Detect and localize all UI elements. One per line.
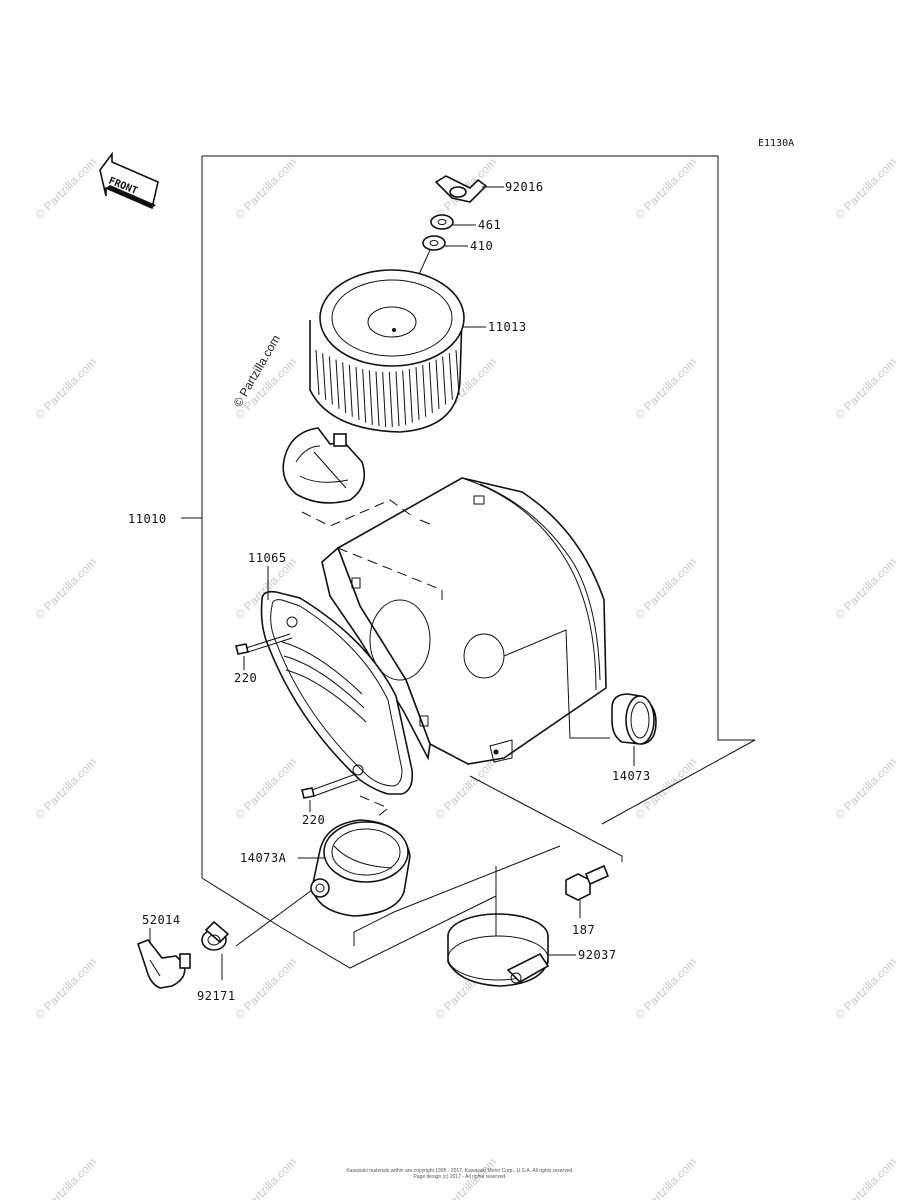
filter-pleat	[382, 371, 387, 427]
watermark-text: © Partzilla.com	[632, 955, 699, 1022]
elbow-hose-52014	[137, 939, 191, 989]
diagram-code: E1130A	[758, 138, 794, 149]
filter-pleat	[448, 353, 453, 400]
clamp-band-92037	[447, 913, 550, 987]
watermark-text: © Partzilla.com	[632, 555, 699, 622]
watermark-text: © Partzilla.com	[832, 555, 899, 622]
part-label-92171: 92171	[197, 989, 236, 1003]
watermark-text: © Partzilla.com	[232, 755, 299, 822]
cap-14073	[611, 693, 657, 745]
filter-pleat	[355, 367, 360, 421]
watermark-text: © Partzilla.com	[32, 755, 99, 822]
watermark-text: © Partzilla.com	[32, 355, 99, 422]
watermark-text: © Partzilla.com	[832, 1155, 899, 1200]
filter-pleats	[315, 349, 460, 427]
filter-pleat	[408, 369, 413, 423]
filter-pleat	[315, 349, 320, 396]
filter-pleat	[422, 364, 427, 417]
filter-holder	[282, 427, 366, 504]
filter-pleat	[342, 362, 347, 414]
filter-pleat	[375, 371, 380, 427]
watermark-text: © Partzilla.com	[832, 955, 899, 1022]
filter-pleat	[455, 349, 460, 396]
air-filter-element-11013	[309, 269, 465, 433]
filter-pleat	[388, 371, 393, 427]
air-box-housing-11010	[321, 477, 607, 765]
intake-duct-14073A	[310, 819, 411, 917]
part-label-92016: 92016	[505, 180, 544, 194]
part-label-220-lower: 220	[302, 813, 325, 827]
part-label-410: 410	[470, 239, 493, 253]
air-box-cover-11065	[260, 590, 414, 795]
watermark-text: © Partzilla.com	[432, 755, 499, 822]
leader-dash-holder	[301, 499, 413, 527]
filter-pleat	[395, 371, 400, 427]
leader-187-axis	[469, 775, 623, 862]
watermark-text: © Partzilla.com	[832, 155, 899, 222]
leader-duct-bottom	[353, 845, 561, 946]
filter-pleat	[348, 364, 353, 417]
assembly-bracket-bottom	[201, 877, 497, 969]
watermark-text: © Partzilla.com	[32, 955, 99, 1022]
part-label-11013: 11013	[488, 320, 527, 334]
filter-pleat	[435, 359, 440, 409]
part-label-11065: 11065	[248, 551, 287, 565]
filter-pleat	[402, 370, 407, 425]
clamp-92171	[201, 920, 230, 951]
bolt-187	[565, 864, 610, 901]
copyright-notice: Kawasaki materials within are copyright …	[300, 1168, 620, 1180]
wing-nut-92016	[434, 175, 488, 203]
watermark-text: © Partzilla.com	[32, 155, 99, 222]
filter-pleat	[428, 362, 433, 414]
watermark-text: © Partzilla.com	[232, 155, 299, 222]
watermark-text: © Partzilla.com	[32, 1155, 99, 1200]
washer-410	[422, 235, 446, 251]
filter-pleat	[362, 369, 367, 423]
filter-pleat	[322, 353, 327, 400]
watermark-text: © Partzilla.com	[632, 155, 699, 222]
leader-dash-duct	[359, 795, 389, 819]
screw-220-lower	[301, 773, 359, 799]
watermark-text: © Partzilla.com	[632, 355, 699, 422]
part-label-52014: 52014	[142, 913, 181, 927]
part-label-92037: 92037	[578, 948, 617, 962]
leader-92171-axis	[235, 889, 313, 947]
filter-pleat	[328, 356, 333, 405]
filter-pleat	[415, 367, 420, 421]
filter-pleat	[368, 370, 373, 425]
filter-pleat	[335, 359, 340, 409]
watermark-text: © Partzilla.com	[232, 1155, 299, 1200]
part-label-14073: 14073	[612, 769, 651, 783]
part-label-187: 187	[572, 923, 595, 937]
watermark-text: © Partzilla.com	[832, 755, 899, 822]
part-label-220-upper: 220	[234, 671, 257, 685]
assembly-bracket	[202, 155, 756, 825]
watermark-text: © Partzilla.com	[632, 1155, 699, 1200]
screw-220-upper	[235, 633, 293, 655]
part-label-461: 461	[478, 218, 501, 232]
part-label-11010: 11010	[128, 512, 167, 526]
watermark-text: © Partzilla.com	[232, 955, 299, 1022]
watermark-text: © Partzilla.com	[32, 555, 99, 622]
front-arrow-icon: FRONT	[99, 151, 159, 210]
leader-dash-housing	[337, 547, 443, 600]
watermark-text: © Partzilla.com	[832, 355, 899, 422]
copyright-line-1: Kawasaki materials within are copyright …	[346, 1168, 574, 1174]
washer-461	[430, 214, 454, 230]
leader-14073-axis	[503, 629, 610, 739]
part-label-14073A: 14073A	[240, 851, 287, 865]
copyright-line-2: Page design (c) 2017 - All rights reserv…	[413, 1174, 507, 1180]
filter-pleat	[442, 356, 447, 405]
